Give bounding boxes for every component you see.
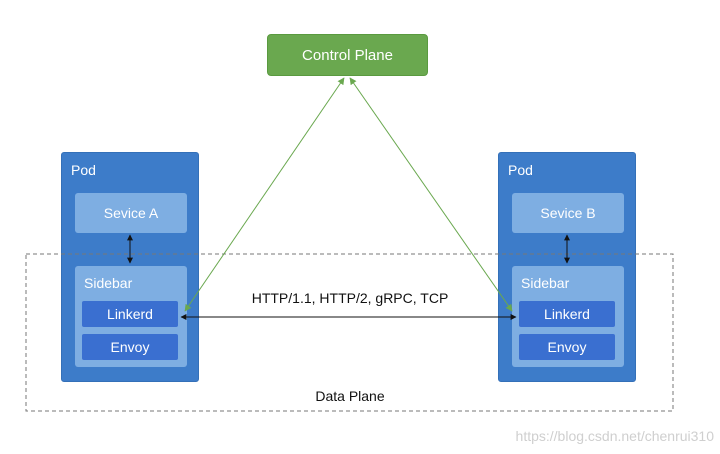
control-plane-label: Control Plane	[302, 46, 393, 64]
pod-b-linkerd-label: Linkerd	[544, 306, 590, 322]
control-link-b	[349, 77, 513, 312]
pod-a-linkerd-label: Linkerd	[107, 306, 153, 322]
service-b-box: Sevice B	[512, 193, 624, 233]
pod-b-label: Pod	[508, 162, 533, 178]
control-plane-box: Control Plane	[267, 34, 428, 76]
pod-a-linkerd-box: Linkerd	[82, 301, 178, 327]
pod-a-sidebar-label: Sidebar	[84, 275, 133, 291]
pod-b-sidebar: Sidebar Linkerd Envoy	[512, 266, 624, 367]
service-a-label: Sevice A	[103, 205, 159, 221]
service-a-box: Sevice A	[75, 193, 187, 233]
pod-b-sidebar-label: Sidebar	[521, 275, 570, 291]
pod-b: Pod Sevice B Sidebar Linkerd Envoy	[498, 152, 636, 382]
pod-a-envoy-box: Envoy	[82, 334, 178, 360]
data-plane-label: Data Plane	[315, 388, 385, 404]
pod-a-label: Pod	[71, 162, 96, 178]
control-link-a	[184, 77, 345, 312]
service-b-label: Sevice B	[540, 205, 596, 221]
data-plane-boundary	[25, 253, 674, 412]
watermark: https://blog.csdn.net/chenrui310	[515, 428, 714, 444]
pod-b-envoy-label: Envoy	[547, 339, 587, 355]
pod-a: Pod Sevice A Sidebar Linkerd Envoy	[61, 152, 199, 382]
pod-b-linkerd-box: Linkerd	[519, 301, 615, 327]
pod-a-sidebar: Sidebar Linkerd Envoy	[75, 266, 187, 367]
pod-a-envoy-label: Envoy	[110, 339, 150, 355]
pod-b-envoy-box: Envoy	[519, 334, 615, 360]
protocol-label: HTTP/1.1, HTTP/2, gRPC, TCP	[251, 290, 449, 306]
